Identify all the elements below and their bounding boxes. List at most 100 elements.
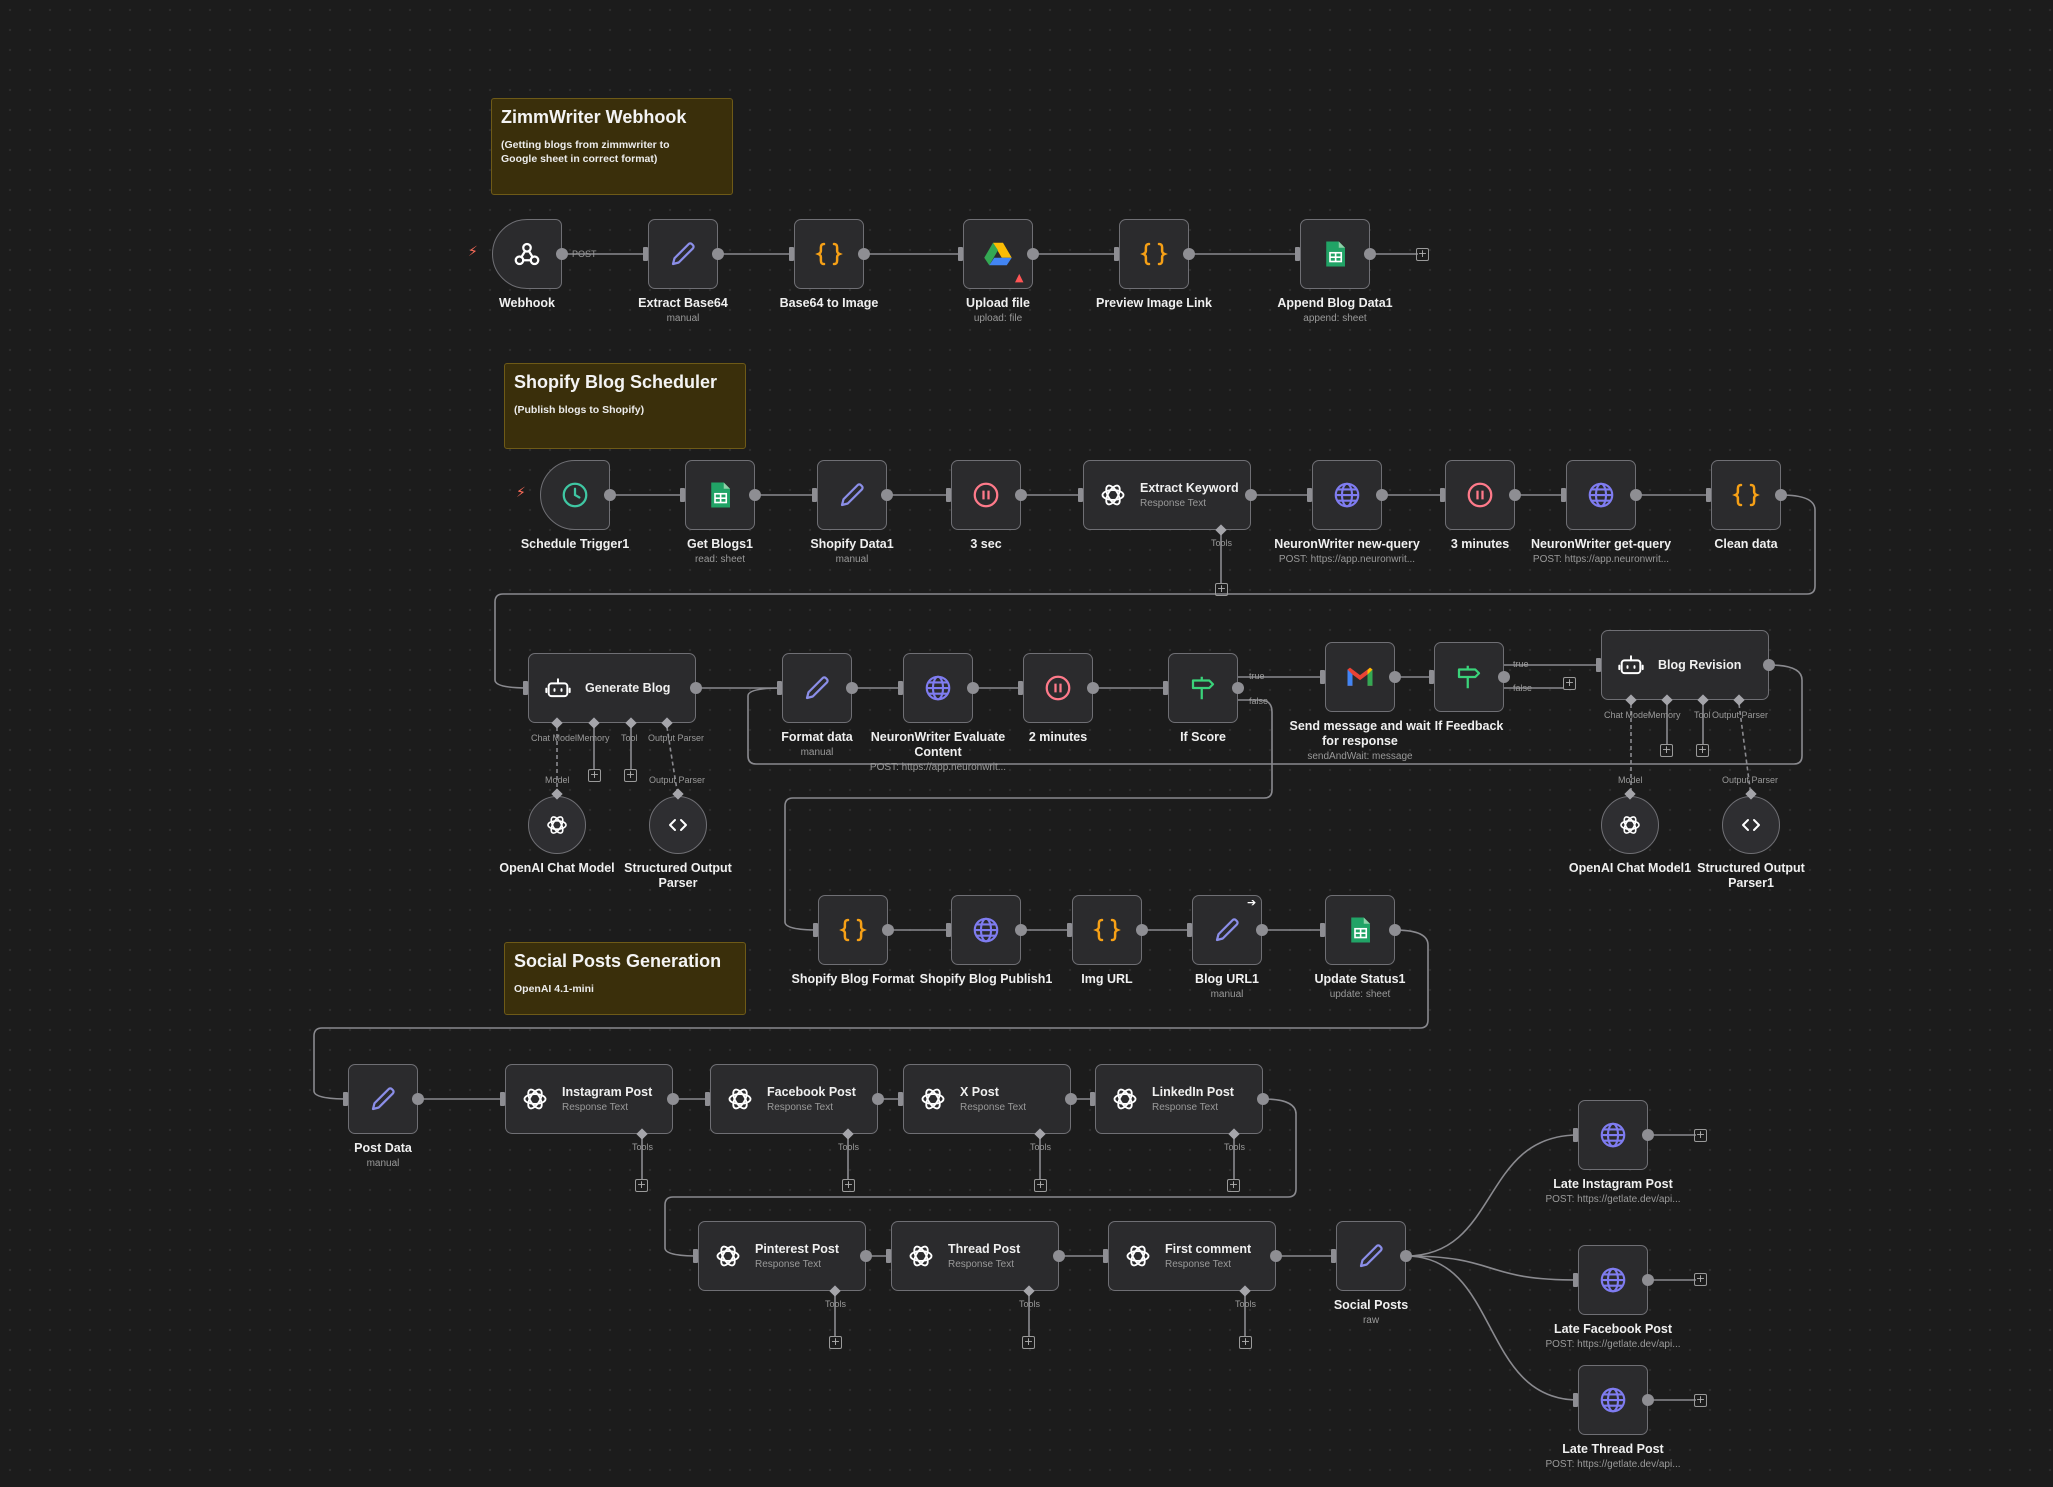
output-port[interactable] (1376, 489, 1388, 501)
output-port[interactable] (881, 489, 893, 501)
output-port[interactable] (1642, 1129, 1654, 1141)
output-port[interactable] (412, 1093, 424, 1105)
output-port[interactable] (1498, 671, 1510, 683)
node-upload-file[interactable] (963, 219, 1033, 289)
output-port[interactable] (1015, 924, 1027, 936)
input-port[interactable] (1320, 670, 1325, 684)
output-port[interactable] (1183, 248, 1195, 260)
node-if-feedback[interactable] (1434, 642, 1504, 712)
output-port[interactable] (1015, 489, 1027, 501)
output-port[interactable] (858, 248, 870, 260)
node-get-blogs1[interactable] (685, 460, 755, 530)
node-3-sec[interactable] (951, 460, 1021, 530)
output-port[interactable] (1763, 659, 1775, 671)
input-port[interactable] (789, 247, 794, 261)
add-node-button[interactable]: + (1034, 1178, 1047, 1192)
input-port[interactable] (777, 681, 782, 695)
node-webhook[interactable] (492, 219, 562, 289)
add-node-button[interactable]: + (1022, 1335, 1035, 1349)
output-port[interactable] (1775, 489, 1787, 501)
add-node-button[interactable]: + (1239, 1335, 1252, 1349)
add-node-button[interactable]: + (829, 1335, 842, 1349)
output-port[interactable] (1053, 1250, 1065, 1262)
add-node-button[interactable]: + (1215, 582, 1228, 596)
sticky-note-social-posts[interactable]: Social Posts Generation OpenAI 4.1-mini (504, 942, 746, 1015)
output-port[interactable] (872, 1093, 884, 1105)
output-port[interactable] (1389, 924, 1401, 936)
output-port[interactable] (690, 682, 702, 694)
node-openai-chat-model[interactable] (528, 796, 586, 854)
output-port[interactable] (1232, 682, 1244, 694)
add-node-button[interactable]: + (1696, 743, 1709, 757)
node-generate-blog[interactable]: Generate Blog (528, 653, 696, 723)
input-port[interactable] (1307, 488, 1312, 502)
add-node-button[interactable]: + (1563, 676, 1576, 690)
input-port[interactable] (958, 247, 963, 261)
add-node-button[interactable]: + (1694, 1393, 1707, 1407)
output-port[interactable] (1630, 489, 1642, 501)
add-node-button[interactable]: + (635, 1178, 648, 1192)
node-update-status1[interactable] (1325, 895, 1395, 965)
input-port[interactable] (1114, 247, 1119, 261)
input-port[interactable] (1187, 923, 1192, 937)
add-node-button[interactable]: + (624, 768, 637, 782)
input-port[interactable] (1429, 670, 1434, 684)
output-port[interactable] (1389, 671, 1401, 683)
input-port[interactable] (812, 488, 817, 502)
node-late-instagram-post[interactable] (1578, 1100, 1648, 1170)
node-blog-revision[interactable]: Blog Revision (1601, 630, 1769, 700)
node-late-facebook-post[interactable] (1578, 1245, 1648, 1315)
node-base64-to-image[interactable] (794, 219, 864, 289)
sticky-note-shopify-scheduler[interactable]: Shopify Blog Scheduler (Publish blogs to… (504, 363, 746, 449)
output-port[interactable] (667, 1093, 679, 1105)
add-node-button[interactable]: + (1227, 1178, 1240, 1192)
node-format-data[interactable] (782, 653, 852, 723)
input-port[interactable] (1295, 247, 1300, 261)
node-post-data[interactable] (348, 1064, 418, 1134)
input-port[interactable] (1596, 658, 1601, 672)
output-port[interactable] (1364, 248, 1376, 260)
input-port[interactable] (1573, 1128, 1578, 1142)
add-node-button[interactable]: + (1694, 1128, 1707, 1142)
input-port[interactable] (1067, 923, 1072, 937)
node-clean-data[interactable] (1711, 460, 1781, 530)
node-structured-output-parser[interactable] (649, 796, 707, 854)
input-port[interactable] (898, 681, 903, 695)
input-port[interactable] (1331, 1249, 1336, 1263)
add-node-button[interactable]: + (1660, 743, 1673, 757)
node-if-score[interactable] (1168, 653, 1238, 723)
output-port[interactable] (556, 248, 568, 260)
input-port[interactable] (1573, 1273, 1578, 1287)
add-node-button[interactable]: + (1416, 247, 1429, 261)
input-port[interactable] (1561, 488, 1566, 502)
input-port[interactable] (1320, 923, 1325, 937)
node-preview-image-link[interactable] (1119, 219, 1189, 289)
sticky-note-zimmwriter[interactable]: ZimmWriter Webhook (Getting blogs from z… (491, 98, 733, 195)
output-port[interactable] (882, 924, 894, 936)
node-schedule-trigger1[interactable] (540, 460, 610, 530)
output-port[interactable] (967, 682, 979, 694)
output-port[interactable] (749, 489, 761, 501)
input-port[interactable] (693, 1249, 698, 1263)
input-port[interactable] (680, 488, 685, 502)
output-port[interactable] (1270, 1250, 1282, 1262)
node-extract-base64[interactable] (648, 219, 718, 289)
node-neuronwriter-get-query[interactable] (1566, 460, 1636, 530)
input-port[interactable] (1440, 488, 1445, 502)
output-port[interactable] (860, 1250, 872, 1262)
input-port[interactable] (946, 923, 951, 937)
input-port[interactable] (1090, 1092, 1095, 1106)
input-port[interactable] (813, 923, 818, 937)
node-structured-output-parser1[interactable] (1722, 796, 1780, 854)
output-port[interactable] (1087, 682, 1099, 694)
output-port[interactable] (1642, 1394, 1654, 1406)
output-port[interactable] (1642, 1274, 1654, 1286)
node-img-url[interactable] (1072, 895, 1142, 965)
output-port[interactable] (604, 489, 616, 501)
